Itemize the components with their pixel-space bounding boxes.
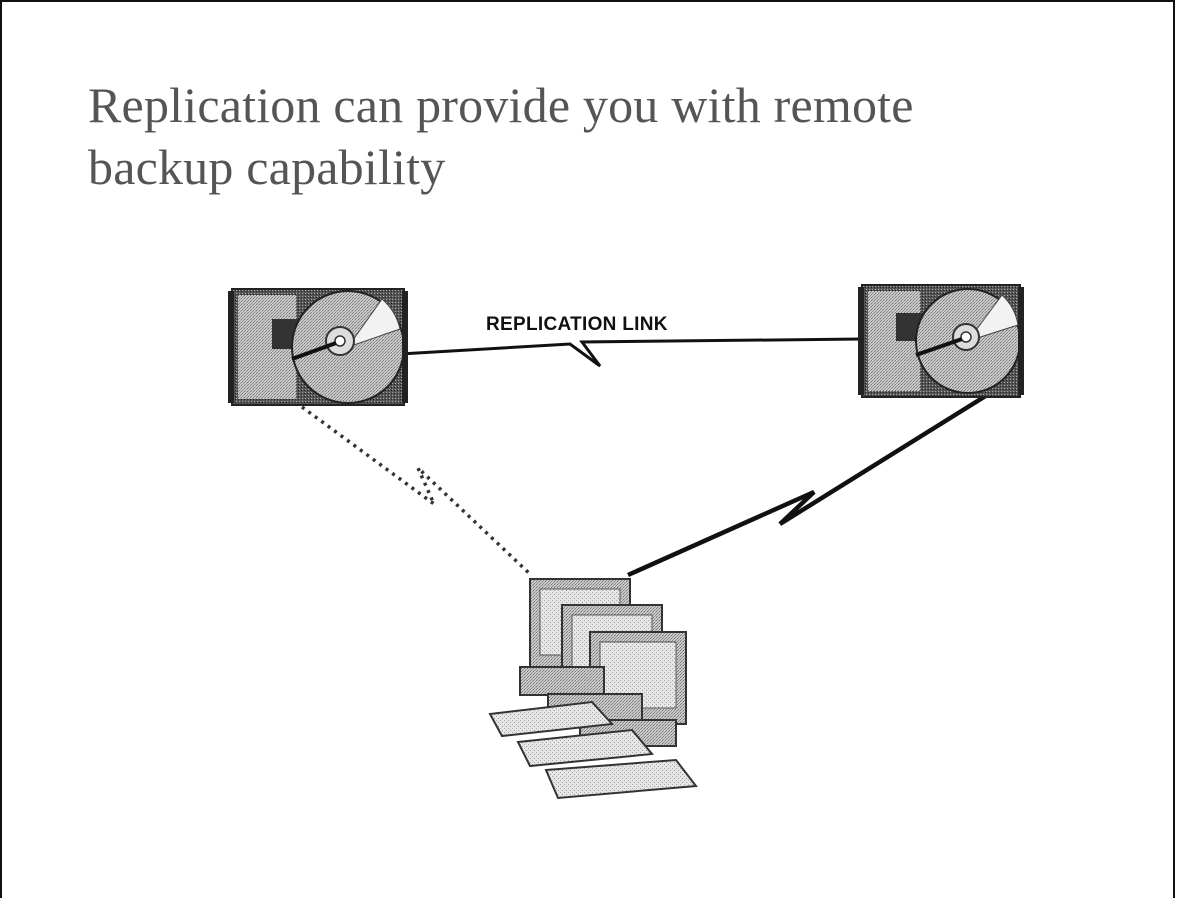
slide-title: Replication can provide you with remote … [88,74,1088,198]
title-line-2: backup capability [88,139,446,195]
left-disk-to-computer-dotted-link [300,405,532,576]
computer-to-right-disk-link [627,390,994,578]
left-disk-icon [228,288,408,406]
right-disk-icon [858,284,1024,398]
title-line-1: Replication can provide you with remote [88,77,914,133]
replication-link-label: REPLICATION LINK [486,314,668,335]
workstation-icon [488,578,698,800]
replication-link-line [399,337,863,368]
